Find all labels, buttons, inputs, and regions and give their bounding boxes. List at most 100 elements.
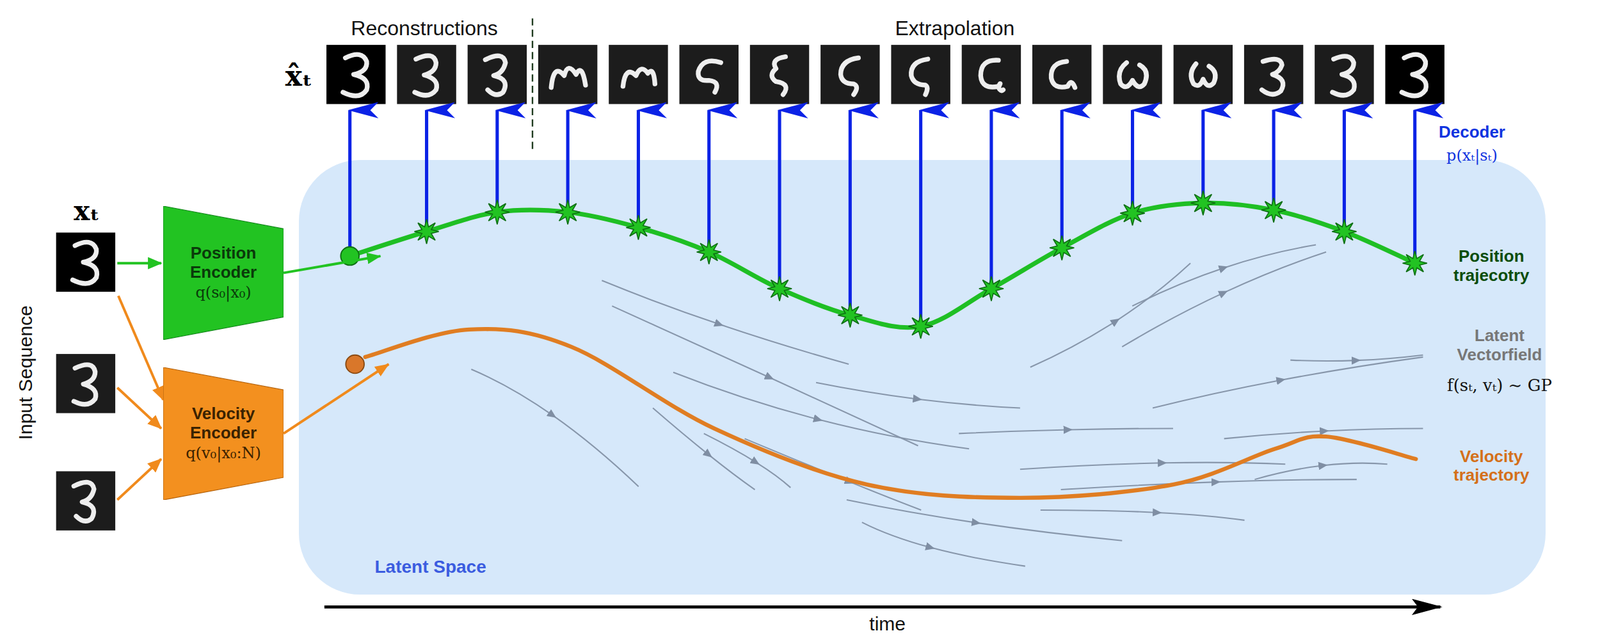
image-background [608, 44, 668, 104]
latent-state-star [625, 215, 651, 240]
vectorfield-streamline [611, 305, 918, 446]
section-heading: Reconstructions [350, 16, 498, 41]
image-background [56, 471, 116, 530]
vectorfield-formula: f(sₜ, vₜ) ∼ GP [1447, 376, 1552, 396]
vectorfield-streamline [471, 369, 639, 487]
digit-stroke [771, 56, 786, 95]
encoder-to-latent-arrow [283, 256, 381, 273]
digit-image [1384, 44, 1444, 104]
node-title: Velocity Encoder [171, 404, 276, 443]
position-trajectory [350, 202, 1416, 328]
vectorfield-streamline [1152, 357, 1423, 409]
decoder-label: Decoder [1438, 122, 1506, 143]
math-symbol: x̂ₜ [285, 60, 313, 93]
digit-image [1244, 44, 1304, 104]
latent-state-star [1120, 200, 1145, 226]
digit-stroke [1262, 58, 1284, 95]
latent-state-star [979, 276, 1004, 301]
velocity-trajectory [365, 328, 1417, 498]
image-background [1173, 44, 1233, 104]
digit-stroke [1191, 64, 1216, 86]
decoder-arrow [707, 110, 711, 248]
digit-image [467, 44, 527, 104]
digit-image [396, 44, 456, 104]
time-axis [324, 605, 1441, 609]
latent-state-star [1261, 197, 1286, 223]
decoder-formula: p(xₜ|sₜ) [1446, 147, 1498, 166]
latent-state-star [696, 240, 722, 265]
image-background [750, 44, 809, 104]
decoder-arrow [919, 110, 923, 323]
latent-state-star [485, 199, 510, 224]
decoder-arrow [1413, 110, 1417, 260]
vectorfield-streamline [1040, 510, 1245, 521]
image-background [679, 44, 739, 104]
digit-stroke [1401, 54, 1426, 96]
math-symbol: xₜ [73, 195, 100, 227]
latent-state-star [1191, 190, 1216, 216]
position-encoder: Position Encoderq(s₀|x₀) [163, 206, 284, 340]
image-background [1314, 44, 1374, 104]
image-background [56, 232, 116, 292]
vectorfield-streamline [1121, 252, 1327, 347]
digit-image [820, 44, 880, 104]
image-background [820, 44, 880, 104]
vectorfield-streamline [1132, 245, 1316, 307]
image-background [56, 353, 116, 413]
digit-image [326, 44, 386, 104]
vectorfield-streamline [601, 280, 849, 365]
decoder-arrow [989, 110, 993, 285]
image-background [1384, 44, 1444, 104]
digit-stroke [911, 58, 928, 95]
digit-stroke [980, 60, 1003, 91]
digit-image [890, 44, 950, 104]
digit-image [679, 44, 739, 104]
encoder-trapezoid [163, 206, 284, 340]
image-background [538, 44, 598, 104]
velocity-start-dot [345, 355, 365, 374]
section-heading: Extrapolation [894, 16, 1015, 41]
trajectory-label: Position trajecotry [1435, 247, 1548, 286]
decoder-arrow [348, 110, 352, 248]
vectorfield-streamline [846, 499, 1122, 541]
latent-state-star [1402, 250, 1428, 276]
digit-image [538, 44, 598, 104]
digit-stroke [840, 57, 859, 95]
node-formula: q(v₀|x₀:N) [185, 444, 262, 463]
digit-image [608, 44, 668, 104]
axis-label: Input Sequence [14, 305, 38, 440]
latent-state-star [767, 276, 792, 301]
input-arrow [117, 387, 162, 429]
vectorfield-streamline [816, 382, 1021, 409]
digit-image [56, 353, 116, 413]
image-background [1244, 44, 1304, 104]
image-background [1102, 44, 1162, 104]
digit-stroke [551, 68, 586, 88]
image-background [1032, 44, 1092, 104]
digit-image [1102, 44, 1162, 104]
digit-image [750, 44, 809, 104]
latent-state-star [837, 302, 863, 328]
digit-image [961, 44, 1021, 104]
latent-state-star [1049, 235, 1074, 260]
divider-line [531, 18, 534, 152]
digit-stroke [698, 60, 721, 93]
decoder-arrow [1130, 110, 1135, 210]
axis-label: time [869, 613, 906, 636]
latent-state-star [1331, 219, 1357, 244]
node-title: Latent Space [374, 556, 486, 578]
image-background [396, 44, 456, 104]
digit-stroke [72, 241, 98, 284]
input-arrow [117, 261, 162, 265]
vectorfield-streamline [1020, 462, 1286, 470]
digit-stroke [485, 55, 505, 95]
node-title: Position Encoder [171, 243, 276, 283]
input-arrow [117, 458, 162, 500]
vectorfield-streamline [1254, 463, 1387, 480]
decoder-arrow [566, 110, 570, 208]
vectorfield-streamline [958, 428, 1174, 434]
digit-stroke [1332, 56, 1355, 96]
digit-image [1314, 44, 1374, 104]
decoder-arrow [636, 110, 640, 224]
digit-stroke [414, 55, 437, 96]
